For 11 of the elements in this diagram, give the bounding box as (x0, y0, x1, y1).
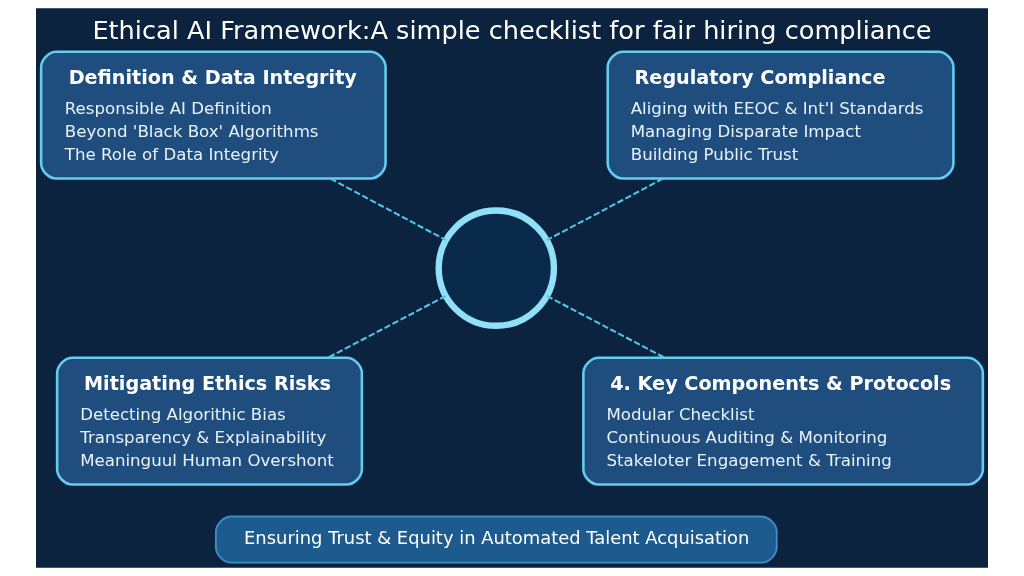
connector (327, 295, 447, 359)
node-box: Regulatory Compliance Aliging with EEOC & Int'l Standards Managing Disparate Impact Building Public Trust (606, 50, 955, 180)
node-circle (435, 207, 558, 329)
node-box: Definition & Data Integrity Responsible AI Definition Beyond 'Black Box' Algorithms The Role of Data Integrity (39, 50, 387, 180)
connector (546, 295, 666, 359)
node-box: Mitigating Ethics Risks Detecting Algorithic Bias Transparency & Explainability Meaninguul Human Overshont (55, 356, 364, 486)
diagram-title: Ethical AI Framework:A simple checklist for fair hiring compliance (92, 14, 932, 45)
node-box: 4. Key Components & Protocols Modular Checklist Continuous Auditing & Monitoring Stakeloter Engagement & Training (582, 356, 985, 486)
connector (330, 177, 447, 241)
node-box: Ensuring Trust & Equity in Automated Talent Acquisation (214, 515, 778, 564)
connector (546, 177, 664, 241)
